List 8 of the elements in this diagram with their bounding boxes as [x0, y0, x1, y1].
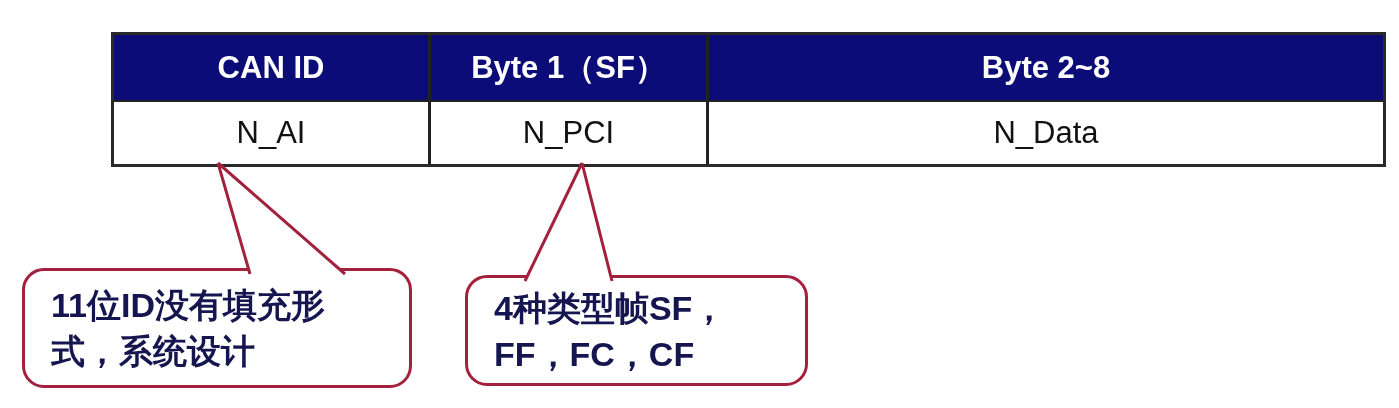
header-cell: Byte 1（SF）: [428, 35, 706, 100]
table-cell: N_Data: [706, 100, 1383, 164]
table-cell: N_AI: [114, 100, 428, 164]
callout-pointer: [216, 161, 347, 276]
header-cell: CAN ID: [114, 35, 428, 100]
header-cell: Byte 2~8: [706, 35, 1383, 100]
table-cell: N_PCI: [428, 100, 706, 164]
callout-pointer: [523, 161, 614, 283]
